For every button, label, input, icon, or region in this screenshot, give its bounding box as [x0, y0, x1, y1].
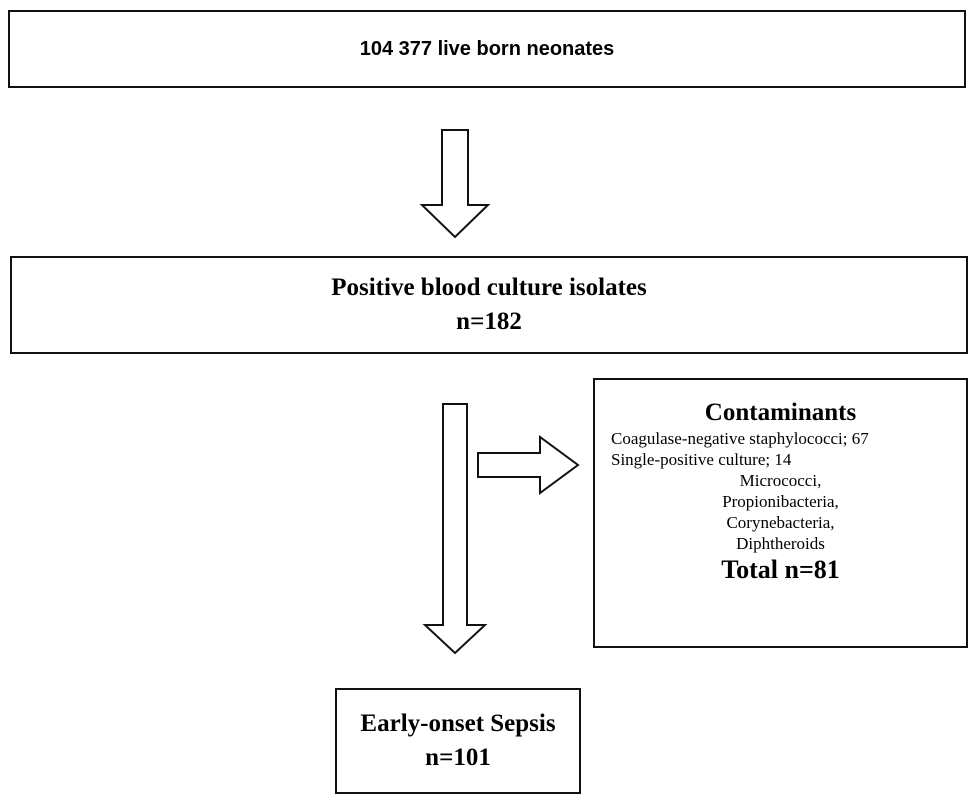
- contaminant-line: Single-positive culture; 14: [611, 450, 792, 469]
- down-arrow-top: [419, 129, 491, 239]
- early-onset-sepsis-box: Early-onset Sepsis n=101: [335, 688, 581, 794]
- contaminants-total: Total n=81: [721, 555, 840, 584]
- contaminant-line: Propionibacteria,: [722, 492, 839, 511]
- live-born-neonates-box: 104 377 live born neonates: [8, 10, 966, 88]
- down-arrow-main: [422, 403, 488, 655]
- positive-title: Positive blood culture isolates: [331, 274, 647, 301]
- contaminant-line: Coagulase-negative staphylococci; 67: [611, 429, 869, 448]
- live-born-label: 104 377 live born neonates: [359, 37, 615, 60]
- contaminant-line: Micrococci,: [739, 471, 822, 490]
- contaminant-line: Corynebacteria,: [726, 513, 835, 532]
- positive-count: n=182: [456, 308, 522, 335]
- contaminant-line: Diphtheroids: [736, 534, 825, 553]
- contaminants-title: Contaminants: [704, 399, 857, 426]
- contaminants-box: Contaminants Coagulase-negative staphylo…: [593, 378, 968, 648]
- sepsis-title: Early-onset Sepsis: [360, 710, 556, 737]
- sepsis-count: n=101: [425, 744, 491, 771]
- right-arrow-contaminants: [477, 435, 580, 495]
- positive-blood-culture-box: Positive blood culture isolates n=182: [10, 256, 968, 354]
